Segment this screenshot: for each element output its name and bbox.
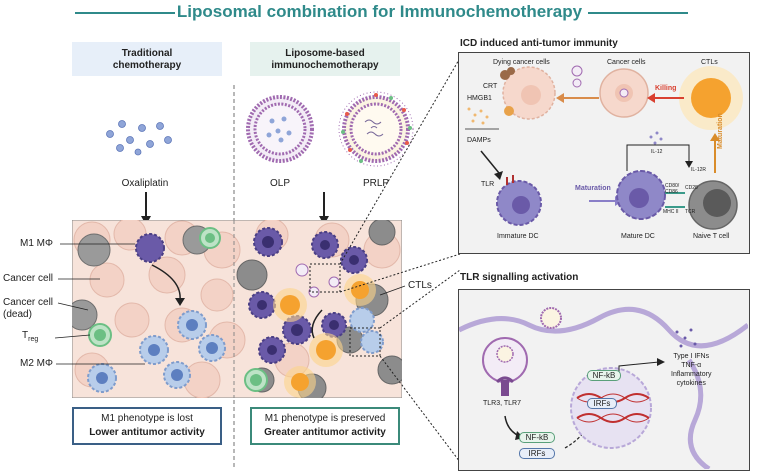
cd80-label: CD80/ — [665, 183, 680, 189]
tlr-panel-heading: TLR signalling activation — [460, 272, 579, 283]
tlr37-label: TLR3, TLR7 — [483, 400, 521, 407]
prlp-label: PRLP — [362, 178, 390, 189]
crt-label: CRT — [483, 83, 498, 90]
maturation-vertical-label: Maturation — [717, 113, 724, 149]
nfkb-pill: NF-kB — [519, 432, 555, 443]
naive-t-cell-label: Naive T cell — [693, 233, 730, 240]
liposome-result-box: M1 phenotype is preserved Greater antitu… — [250, 407, 400, 445]
result-line-bold: Lower antitumor activity — [89, 427, 205, 438]
olp-label: OLP — [269, 178, 290, 189]
header-line: Liposome-based — [285, 48, 365, 59]
title-rule-left — [75, 12, 175, 14]
icd-panel-heading: ICD induced anti-tumor immunity — [460, 38, 618, 49]
il12-label: IL-12 — [651, 149, 663, 155]
cd28-label: CD28 — [685, 185, 698, 191]
dead-cancer-cell-label: Cancer cell (dead) — [3, 297, 53, 321]
tumor-tissue-illustration — [72, 220, 402, 398]
treg-label-sub: reg — [28, 336, 39, 343]
oxaliplatin-label: Oxaliplatin — [121, 178, 169, 189]
damps-label: DAMPs — [467, 137, 491, 144]
icd-panel: Dying cancer cells CRT HMGB1 Cancer cell… — [458, 52, 750, 254]
result-line: M1 phenotype is preserved — [264, 413, 386, 424]
killing-label: Killing — [655, 85, 677, 92]
tcr-label: TCR — [685, 209, 696, 215]
mature-dc-label: Mature DC — [621, 233, 655, 240]
nucleus-nfkb-pill: NF-kB — [587, 370, 621, 381]
hmgb1-label: HMGB1 — [467, 95, 492, 102]
immature-dc-label: Immature DC — [497, 233, 539, 240]
header-line: Traditional — [121, 48, 173, 59]
ctls-panel-label: CTLs — [701, 59, 718, 66]
ctls-label: CTLs — [408, 280, 432, 291]
cancer-cell-label: Cancer cell — [3, 273, 54, 284]
label-line: Cancer cell — [3, 297, 54, 308]
traditional-result-box: M1 phenotype is lost Lower antitumor act… — [72, 407, 222, 445]
cytokine-line: Inflammatory — [671, 371, 712, 378]
page-title: Liposomal combination for Immunochemothe… — [176, 2, 583, 21]
icd-panel-illustration — [465, 65, 743, 230]
result-line-bold: Greater antitumor activity — [264, 427, 386, 438]
cd86-label: CD86 — [665, 189, 678, 195]
label-line: (dead) — [3, 309, 32, 320]
dying-cancer-cells-label: Dying cancer cells — [493, 59, 550, 66]
cytokine-line: TNF-α — [681, 362, 702, 369]
m1-macrophage-label: M1 MΦ — [20, 238, 53, 249]
nucleus-irfs-pill: IRFs — [587, 398, 617, 409]
tlr-label: TLR — [481, 181, 495, 188]
irfs-pill: IRFs — [519, 448, 555, 459]
header-line: immunochemotherapy — [271, 60, 379, 71]
treg-label: Treg — [22, 330, 38, 343]
traditional-chemo-header: Traditional chemotherapy — [72, 42, 222, 76]
liposome-immunochemo-header: Liposome-based immunochemotherapy — [250, 42, 400, 76]
mhc-label: MHC II — [663, 209, 679, 215]
cytokine-line: Type I IFNs — [673, 353, 710, 360]
title-rule-right — [588, 12, 688, 14]
maturation-label: Maturation — [575, 185, 611, 192]
prlp-liposome-icon — [338, 91, 414, 167]
header-line: chemotherapy — [112, 60, 182, 71]
result-line: M1 phenotype is lost — [101, 413, 193, 424]
m2-macrophage-label: M2 MΦ — [20, 358, 53, 369]
olp-liposome-icon — [246, 95, 314, 163]
cytokine-output-labels: Type I IFNs TNF-α Inflammatory cytokines — [671, 352, 711, 388]
tlr-panel-illustration — [459, 306, 748, 469]
cytokine-line: cytokines — [676, 380, 706, 387]
il12r-label: IL-12R — [691, 167, 707, 173]
tlr-panel: TLR3, TLR7 NF-kB IRFs NF-kB IRFs Type I … — [458, 289, 750, 471]
oxaliplatin-molecules-icon — [106, 120, 172, 156]
treg-label-main: T — [22, 330, 29, 341]
cancer-cells-label: Cancer cells — [607, 59, 646, 66]
